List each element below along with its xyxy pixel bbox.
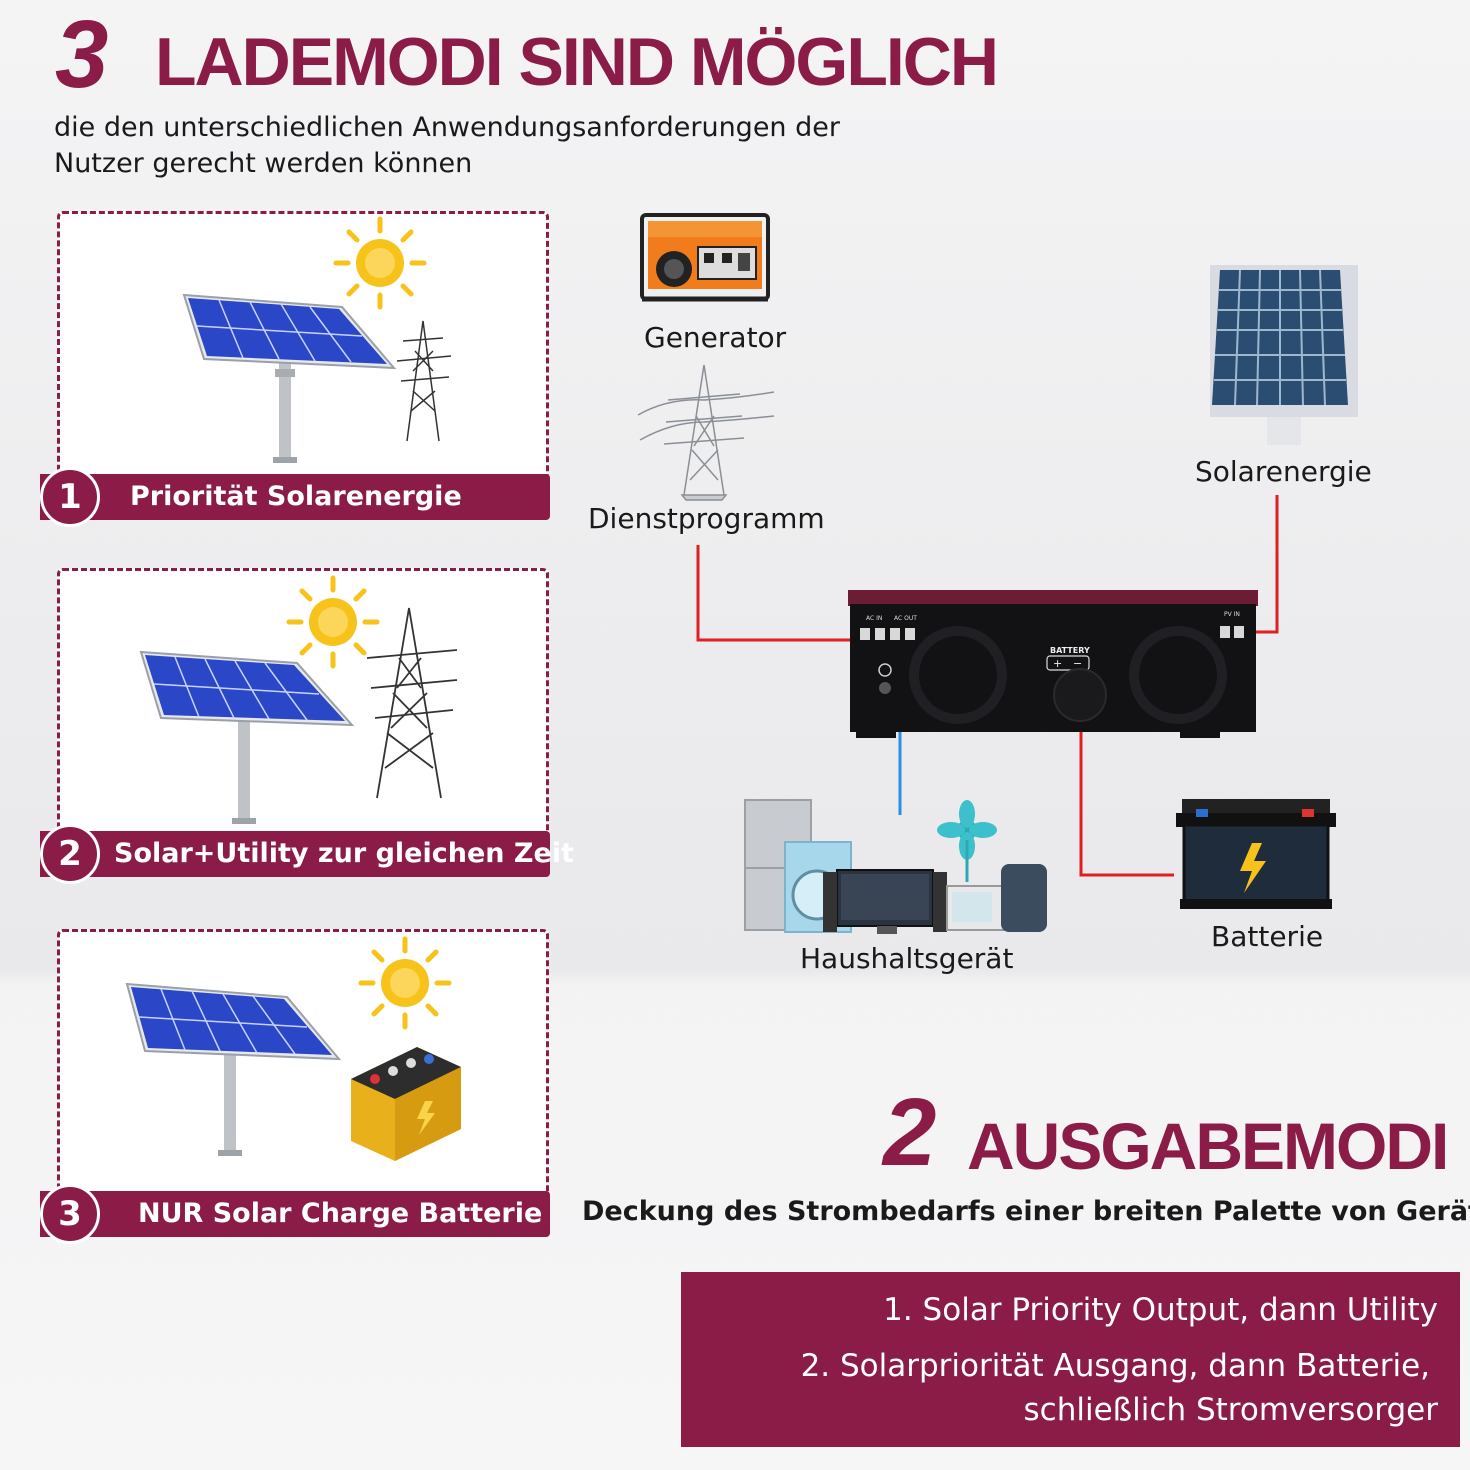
utility-wire [696, 545, 865, 642]
mode-card-3 [57, 929, 549, 1211]
output-modes-title: AUSGABEMODI [967, 1109, 1449, 1183]
output-mode-1: 1. Solar Priority Output, dann Utility [883, 1292, 1438, 1328]
solar-battery-icon [125, 936, 461, 1161]
solar-label: Solarenergie [1195, 455, 1372, 488]
mode-number-1: 1 [40, 467, 100, 527]
household-appliances-icon [744, 799, 1047, 934]
battery-wire [1079, 702, 1174, 877]
output-mode-2-line-2: schließlich Stromversorger [1023, 1392, 1438, 1428]
mode-label-1: Priorität Solarenergie [130, 481, 462, 512]
pv-in-label: PV IN [1224, 611, 1240, 618]
mode-label-3: NUR Solar Charge Batterie [138, 1198, 543, 1229]
svg-text:−: − [1073, 657, 1082, 670]
solar-utility-icon [139, 575, 458, 824]
mode-bar-2: 2 Solar+Utility zur gleichen Zeit [40, 824, 574, 884]
system-diagram: AC IN AC OUT PV IN BATTERY + − [637, 213, 1358, 934]
mode-number-2: 2 [40, 824, 100, 884]
mode-card-1 [57, 211, 549, 491]
utility-tower-icon [637, 364, 775, 501]
appliances-label: Haushaltsgerät [800, 942, 1014, 975]
ac-in-label: AC IN [866, 615, 882, 622]
mode-label-2: Solar+Utility zur gleichen Zeit [114, 838, 574, 869]
output-mode-2-line-1: 2. Solarpriorität Ausgang, dann Batterie… [800, 1348, 1430, 1384]
sun-icon [286, 575, 380, 669]
battery-icon [1176, 799, 1336, 909]
svg-text:+: + [1053, 657, 1062, 670]
solar-panel-icon [1210, 265, 1358, 445]
sun-icon [358, 936, 452, 1030]
output-modes-box: 1. Solar Priority Output, dann Utility 2… [681, 1272, 1460, 1447]
ac-out-label: AC OUT [894, 615, 917, 622]
mode-number-3: 3 [40, 1184, 100, 1244]
power-pylon-icon [366, 607, 458, 799]
generator-label: Generator [644, 321, 787, 354]
output-modes-subtitle: Deckung des Strombedarfs einer breiten P… [582, 1196, 1470, 1227]
mode-bar-3: 3 NUR Solar Charge Batterie [40, 1184, 550, 1244]
subtitle-line-2: Nutzer gerecht werden können [54, 148, 473, 179]
generator-icon [640, 213, 770, 302]
power-pylon-icon [396, 320, 452, 442]
page-title: LADEMODI SIND MÖGLICH [155, 24, 999, 100]
utility-label: Dienstprogramm [588, 502, 825, 535]
battery-icon [351, 1047, 461, 1161]
page-subtitle: die den unterschiedlichen Anwendungsanfo… [54, 110, 954, 182]
mode-card-2 [57, 568, 549, 850]
solar-panel-icon [182, 216, 452, 463]
battery-port-label: BATTERY [1050, 646, 1090, 655]
charge-modes-count: 3 [55, 1, 109, 108]
mode-bar-1: 1 Priorität Solarenergie [40, 467, 550, 527]
inverter-icon: AC IN AC OUT PV IN BATTERY + − [848, 590, 1258, 738]
output-modes-count: 2 [883, 1079, 937, 1186]
battery-label: Batterie [1211, 920, 1324, 953]
sun-icon [333, 216, 427, 310]
subtitle-line-1: die den unterschiedlichen Anwendungsanfo… [54, 112, 840, 143]
